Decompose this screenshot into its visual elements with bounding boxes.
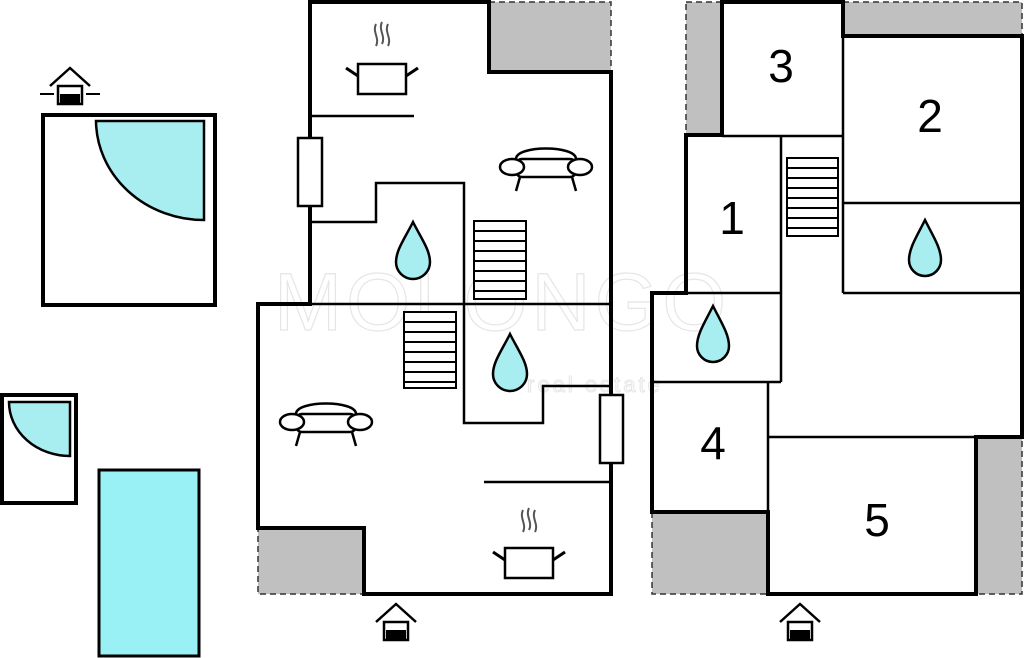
window-icon <box>598 393 625 465</box>
ground-floor <box>256 0 625 642</box>
house-entrance-icon <box>375 602 417 642</box>
exterior-terrace <box>488 1 612 73</box>
room-3-label: 3 <box>768 40 794 92</box>
exterior-area <box>975 436 1023 595</box>
room-4-label: 4 <box>700 417 726 469</box>
jacuzzi-icon <box>7 400 72 458</box>
exterior-area <box>842 1 1023 37</box>
upper-floor: 3 2 1 4 5 <box>650 0 1024 642</box>
exterior-area <box>685 1 723 136</box>
cooking-pot-icon <box>492 507 566 580</box>
room-1-label: 1 <box>719 192 745 244</box>
window-icon <box>296 136 324 208</box>
water-drop-icon <box>491 331 529 393</box>
exterior-terrace <box>257 527 365 595</box>
garden-plot <box>41 113 217 307</box>
house-entrance-icon <box>779 602 821 642</box>
stairs-icon <box>403 311 457 389</box>
stairs-icon <box>786 157 839 237</box>
cooking-pot-icon <box>345 21 419 96</box>
water-drop-icon <box>907 217 943 278</box>
exterior-area <box>651 511 769 595</box>
room-5-label: 5 <box>864 494 890 546</box>
house-entrance-icon <box>40 66 100 106</box>
sofa-icon <box>498 147 594 192</box>
watermark-tagline: real estate <box>527 372 663 397</box>
swimming-pool-icon <box>94 119 206 222</box>
jacuzzi-plot <box>0 393 78 505</box>
swimming-pool <box>97 468 201 658</box>
room-2-label: 2 <box>917 90 943 142</box>
water-drop-icon <box>695 303 731 364</box>
sofa-icon <box>278 402 374 447</box>
stairs-icon <box>473 220 527 300</box>
water-drop-icon <box>394 219 432 281</box>
